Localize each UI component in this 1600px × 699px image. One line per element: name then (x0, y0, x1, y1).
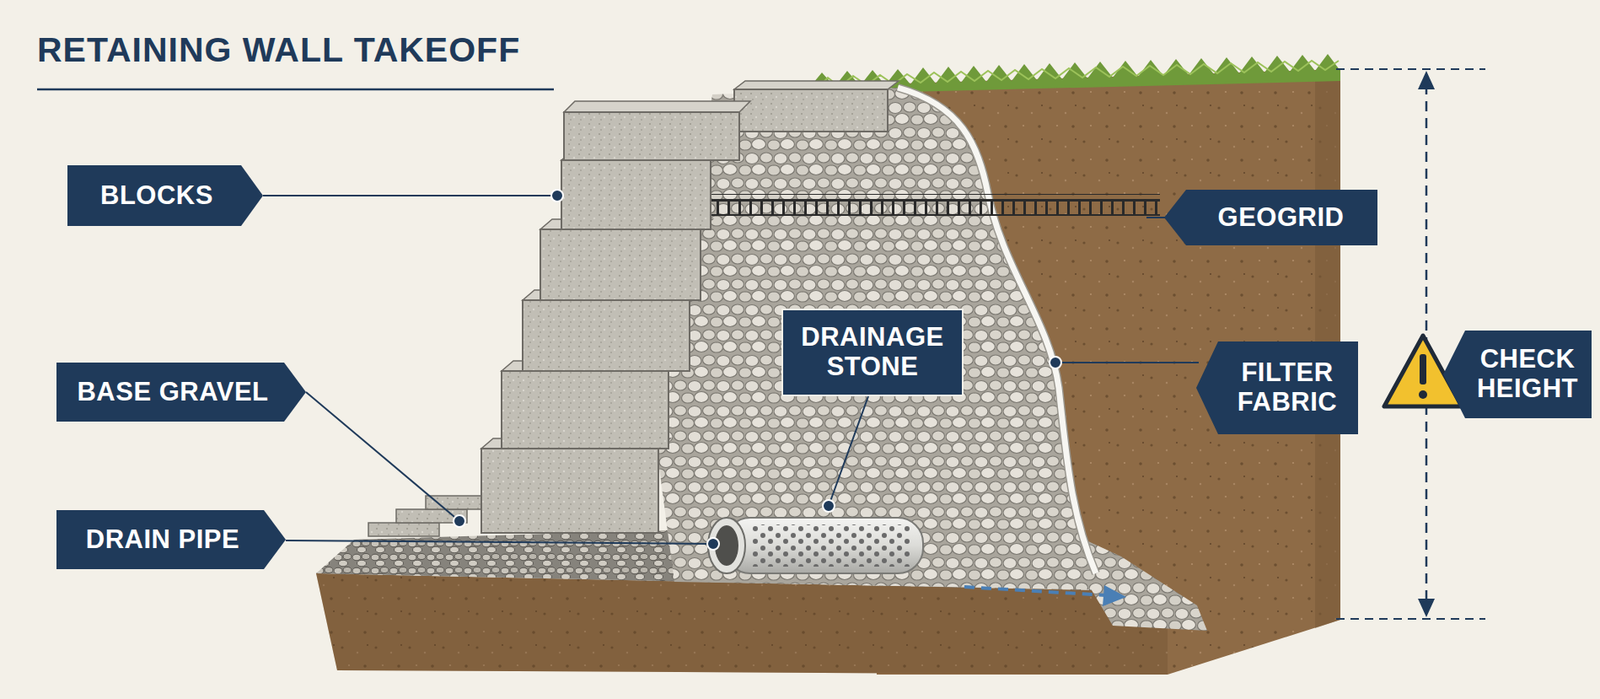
dimension-arrowhead (1417, 70, 1435, 90)
callout-text: BASE GRAVEL (68, 377, 278, 408)
leader-line (263, 194, 558, 197)
tag-outline (67, 165, 264, 226)
title-underline (37, 88, 554, 92)
tag-outline (56, 362, 307, 422)
pipe-perforations (750, 524, 911, 567)
leader-dot (551, 189, 564, 202)
callout-tag: BLOCKS (67, 165, 264, 226)
tag-outline (1443, 330, 1592, 419)
callout-tag: BASE GRAVEL (56, 362, 307, 422)
wall-block (540, 229, 701, 301)
leader-line (1146, 216, 1167, 219)
tag-outline (1196, 341, 1359, 435)
flow-arrow (964, 586, 1107, 596)
dimension-tick (1336, 617, 1486, 620)
flow-arrowhead (1102, 585, 1127, 607)
dimension-arrowhead (1417, 598, 1435, 618)
wall-block (501, 370, 669, 449)
leader-line (285, 540, 714, 544)
drain-pipe (724, 517, 924, 574)
wall-block (561, 160, 711, 230)
callout-text: DRAINAGE STONE (793, 322, 952, 382)
geogrid (710, 193, 1160, 216)
cap-top (563, 101, 751, 113)
cap-block (563, 112, 740, 161)
base-paver (368, 522, 440, 537)
dimension-tick (1336, 68, 1486, 70)
callout-tag: DRAINAGE STONE (781, 308, 964, 397)
base-paver (425, 495, 485, 510)
pipe-end (708, 517, 746, 574)
leader-dot (822, 499, 835, 512)
drainage-stone (657, 87, 1122, 591)
callout-tag: GEOGRID (1164, 189, 1378, 246)
tag-outline (782, 309, 963, 396)
warning-mark (1419, 354, 1427, 385)
tag-outline (56, 510, 286, 570)
leader-line (1055, 361, 1199, 364)
cap-top (734, 80, 899, 90)
leader-dot (453, 515, 466, 527)
callout-text: CHECK HEIGHT (1471, 344, 1584, 403)
tag-outline (1164, 189, 1378, 246)
leader-dot (1049, 356, 1062, 369)
callout-text: BLOCKS (79, 181, 235, 211)
leader-line (306, 391, 460, 521)
leader-line (828, 396, 869, 506)
callout-tag: DRAIN PIPE (56, 510, 286, 570)
callout-tag: CHECK HEIGHT (1443, 330, 1592, 419)
warning-dot (1418, 390, 1428, 399)
cap-block (734, 89, 888, 132)
wall-block (481, 448, 659, 533)
callout-tag: FILTER FABRIC (1196, 341, 1359, 435)
leader-dot (707, 537, 720, 550)
callout-text: DRAIN PIPE (68, 525, 258, 555)
wall-block (522, 300, 690, 371)
diagram-title: RETAINING WALL TAKEOFF (37, 30, 521, 70)
callout-text: GEOGRID (1192, 203, 1370, 233)
callout-text: FILTER FABRIC (1224, 358, 1350, 417)
